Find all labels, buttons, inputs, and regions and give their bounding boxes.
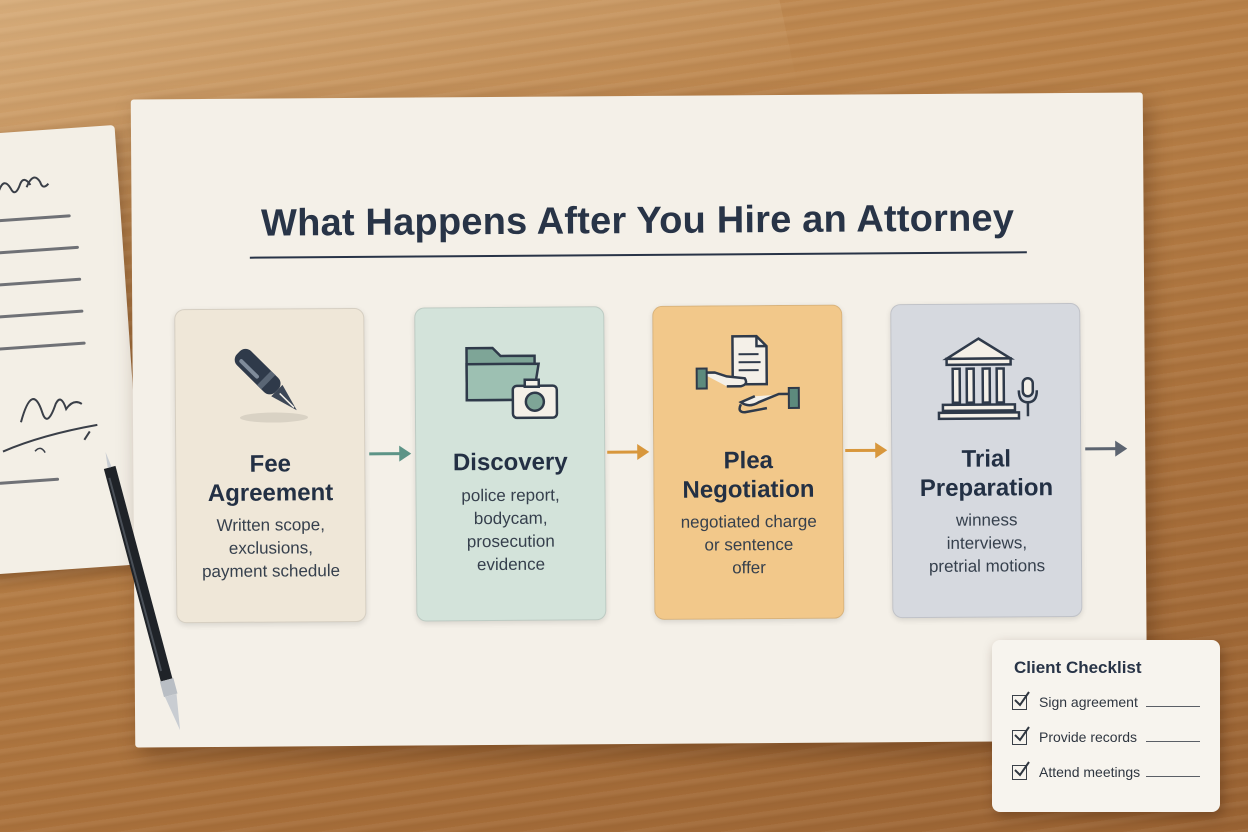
step-desc-line: negotiated charge [680,511,817,532]
step-desc-line: or sentence [704,534,794,555]
step-title: Fee Agreement [184,449,356,508]
step-card-discovery: Discovery police report, bodycam, prosec… [414,306,607,622]
note-card [0,124,146,576]
folder-camera-icon [415,333,604,430]
handwriting-illustration [0,176,98,453]
arrow-right-icon [369,445,412,462]
step-desc-line: pretrial motions [928,556,1046,576]
step-title-line: Preparation [919,474,1054,503]
checklist-title: Client Checklist [1014,658,1142,677]
checkbox-checked [1012,760,1030,780]
step-desc-line: prosecution [466,531,555,552]
step-desc-line: Written scope, [216,515,325,535]
step-title-line: Trial [961,445,1012,473]
page-title: What Happens After You Hire an Attorney [260,197,1015,245]
step-desc-line: exclusions, [228,538,313,558]
checkbox-checked [1012,690,1030,710]
checklist-item: Attend meetings [1012,760,1141,780]
step-title: Plea Negotiation [662,446,834,505]
step-title-line: Fee [249,450,292,478]
step-desc-line: evidence [476,554,546,575]
step-desc-line: interviews, [946,533,1028,553]
step-title-line: Plea [723,447,774,475]
step-title-line: Negotiation [682,475,815,504]
arrow-head [399,445,412,462]
pen-icon [103,451,181,731]
checklist-item-label: Sign agreement [1039,694,1138,710]
step-title: Trial Preparation [900,444,1072,503]
step-desc-line: bodycam, [473,508,548,529]
step-title: Discovery [424,447,596,477]
handshake-document-icon [653,332,842,429]
step-desc-line: police report, [461,485,560,506]
step-description: police report, bodycam, prosecution evid… [430,483,591,576]
checklist-item-label: Provide records [1039,729,1138,745]
checklist-blank-line [1146,741,1200,742]
checkbox-checked [1012,725,1030,745]
checklist-blank-line [1146,706,1200,707]
step-card-trial-preparation: Trial Preparation winness interviews, pr… [890,302,1083,619]
checklist-item: Sign agreement [1012,690,1138,710]
courthouse-microphone-icon [891,330,1080,427]
step-title-line: Discovery [452,448,568,477]
step-desc-line: winness [955,510,1018,530]
step-card-plea-negotiation: Plea Negotiation negotiated charge or se… [652,304,845,620]
checkmark-icon [1014,725,1030,742]
checklist-item-label: Attend meetings [1039,764,1141,780]
arrow-head [1115,440,1128,457]
step-description: Written scope, exclusions, payment sched… [191,513,351,583]
step-desc-line: payment schedule [201,561,341,582]
fountain-pen-icon [175,335,364,432]
arrow-right-icon [607,444,650,461]
arrow-head [875,442,888,459]
infographic-sheet: What Happens After You Hire an Attorney … [130,92,1148,748]
title-underline [249,251,1027,259]
client-checklist-card: Client Checklist Sign agreement Provide … [992,640,1220,812]
step-card-fee-agreement: Fee Agreement Written scope, exclusions,… [174,307,367,624]
arrow-head [637,444,650,461]
checkmark-icon [1014,690,1030,707]
checkmark-icon [1014,760,1030,777]
step-desc-line: offer [732,558,766,578]
step-title-line: Agreement [207,479,334,508]
checklist-item: Provide records [1012,725,1138,745]
step-description: negotiated charge or sentence offer [669,510,829,580]
checklist-blank-line [1146,776,1200,777]
arrow-right-icon [1085,440,1128,457]
arrow-right-icon [845,442,888,459]
step-description: winness interviews, pretrial motions [907,508,1067,578]
